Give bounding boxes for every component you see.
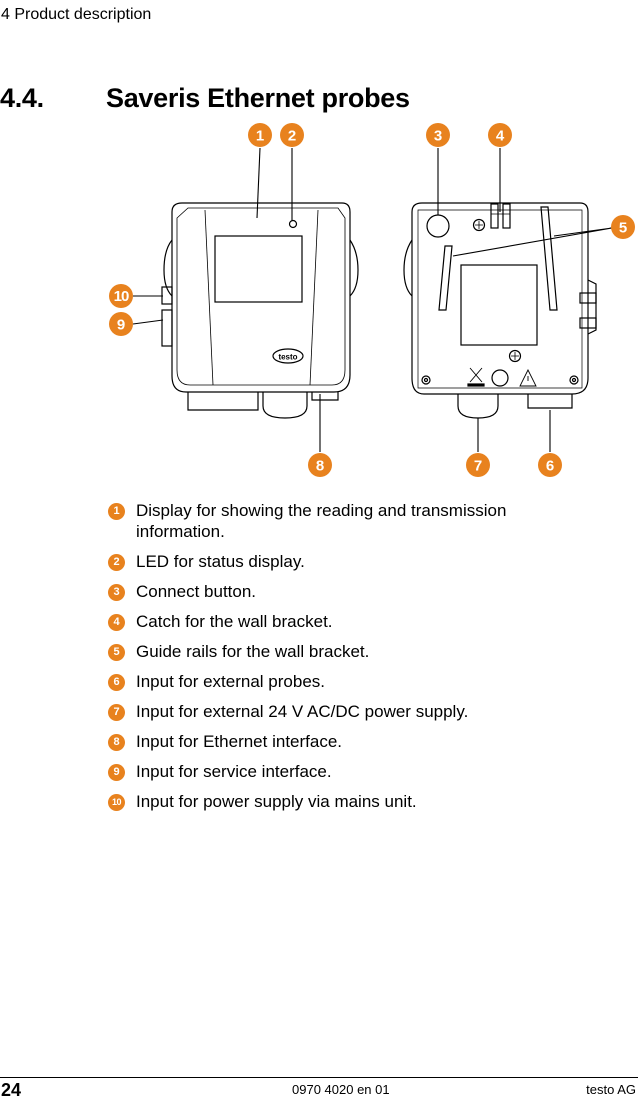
document-number: 0970 4020 en 01 [292, 1082, 390, 1097]
callout-7: 7 [474, 458, 482, 475]
legend-text: Input for external 24 V AC/DC power supp… [136, 702, 469, 721]
legend-badge: 6 [108, 674, 125, 691]
legend-text: LED for status display. [136, 552, 305, 571]
legend-text: Input for Ethernet interface. [136, 732, 343, 751]
callout-1: 1 [256, 128, 264, 145]
front-device [161, 202, 359, 419]
legend-text: Input for external probes. [136, 672, 326, 691]
back-device [403, 202, 597, 419]
legend-badge: 8 [108, 734, 125, 751]
section-title: Saveris Ethernet probes [106, 83, 410, 113]
legend-badge: 1 [108, 503, 125, 520]
callout-4: 4 [496, 128, 505, 145]
legend-text: Connect button. [136, 582, 257, 601]
probe-illustration: testo 1 2 3 4 5 6 7 8 9 10 [109, 123, 635, 477]
callout-3: 3 [434, 128, 442, 145]
connect-button [426, 214, 450, 238]
legend-badge: 9 [108, 764, 125, 781]
callout-lines [132, 147, 613, 452]
legend-text: Display for showing the reading and tran… [136, 501, 507, 541]
callout-10: 10 [114, 288, 129, 305]
legend-badge: 4 [108, 614, 125, 631]
section-number: 4.4. [0, 83, 44, 113]
display-window [214, 235, 303, 303]
footer-divider [0, 1077, 638, 1078]
callout-9: 9 [117, 317, 125, 334]
legend-badge: 2 [108, 554, 125, 571]
callout-6: 6 [546, 458, 554, 475]
legend-badge: 5 [108, 644, 125, 661]
legend-badge: 3 [108, 584, 125, 601]
legend-text: Input for service interface. [136, 762, 332, 781]
legend-text: Guide rails for the wall bracket. [136, 642, 370, 661]
callout-2: 2 [288, 128, 296, 145]
page-number: 24 [1, 1080, 22, 1100]
legend-badge: 7 [108, 704, 125, 721]
callout-8: 8 [316, 458, 324, 475]
legend-text: Input for power supply via mains unit. [136, 792, 417, 811]
callout-5: 5 [619, 220, 627, 237]
callout-badges: 1 2 3 4 5 6 7 8 9 10 [109, 123, 635, 477]
company-name: testo AG [586, 1082, 636, 1097]
legend-badge: 10 [108, 794, 125, 811]
legend-text: Catch for the wall bracket. [136, 612, 333, 631]
led [288, 219, 298, 229]
running-header: 4 Product description [1, 6, 152, 23]
brand-logo: testo [278, 353, 297, 362]
